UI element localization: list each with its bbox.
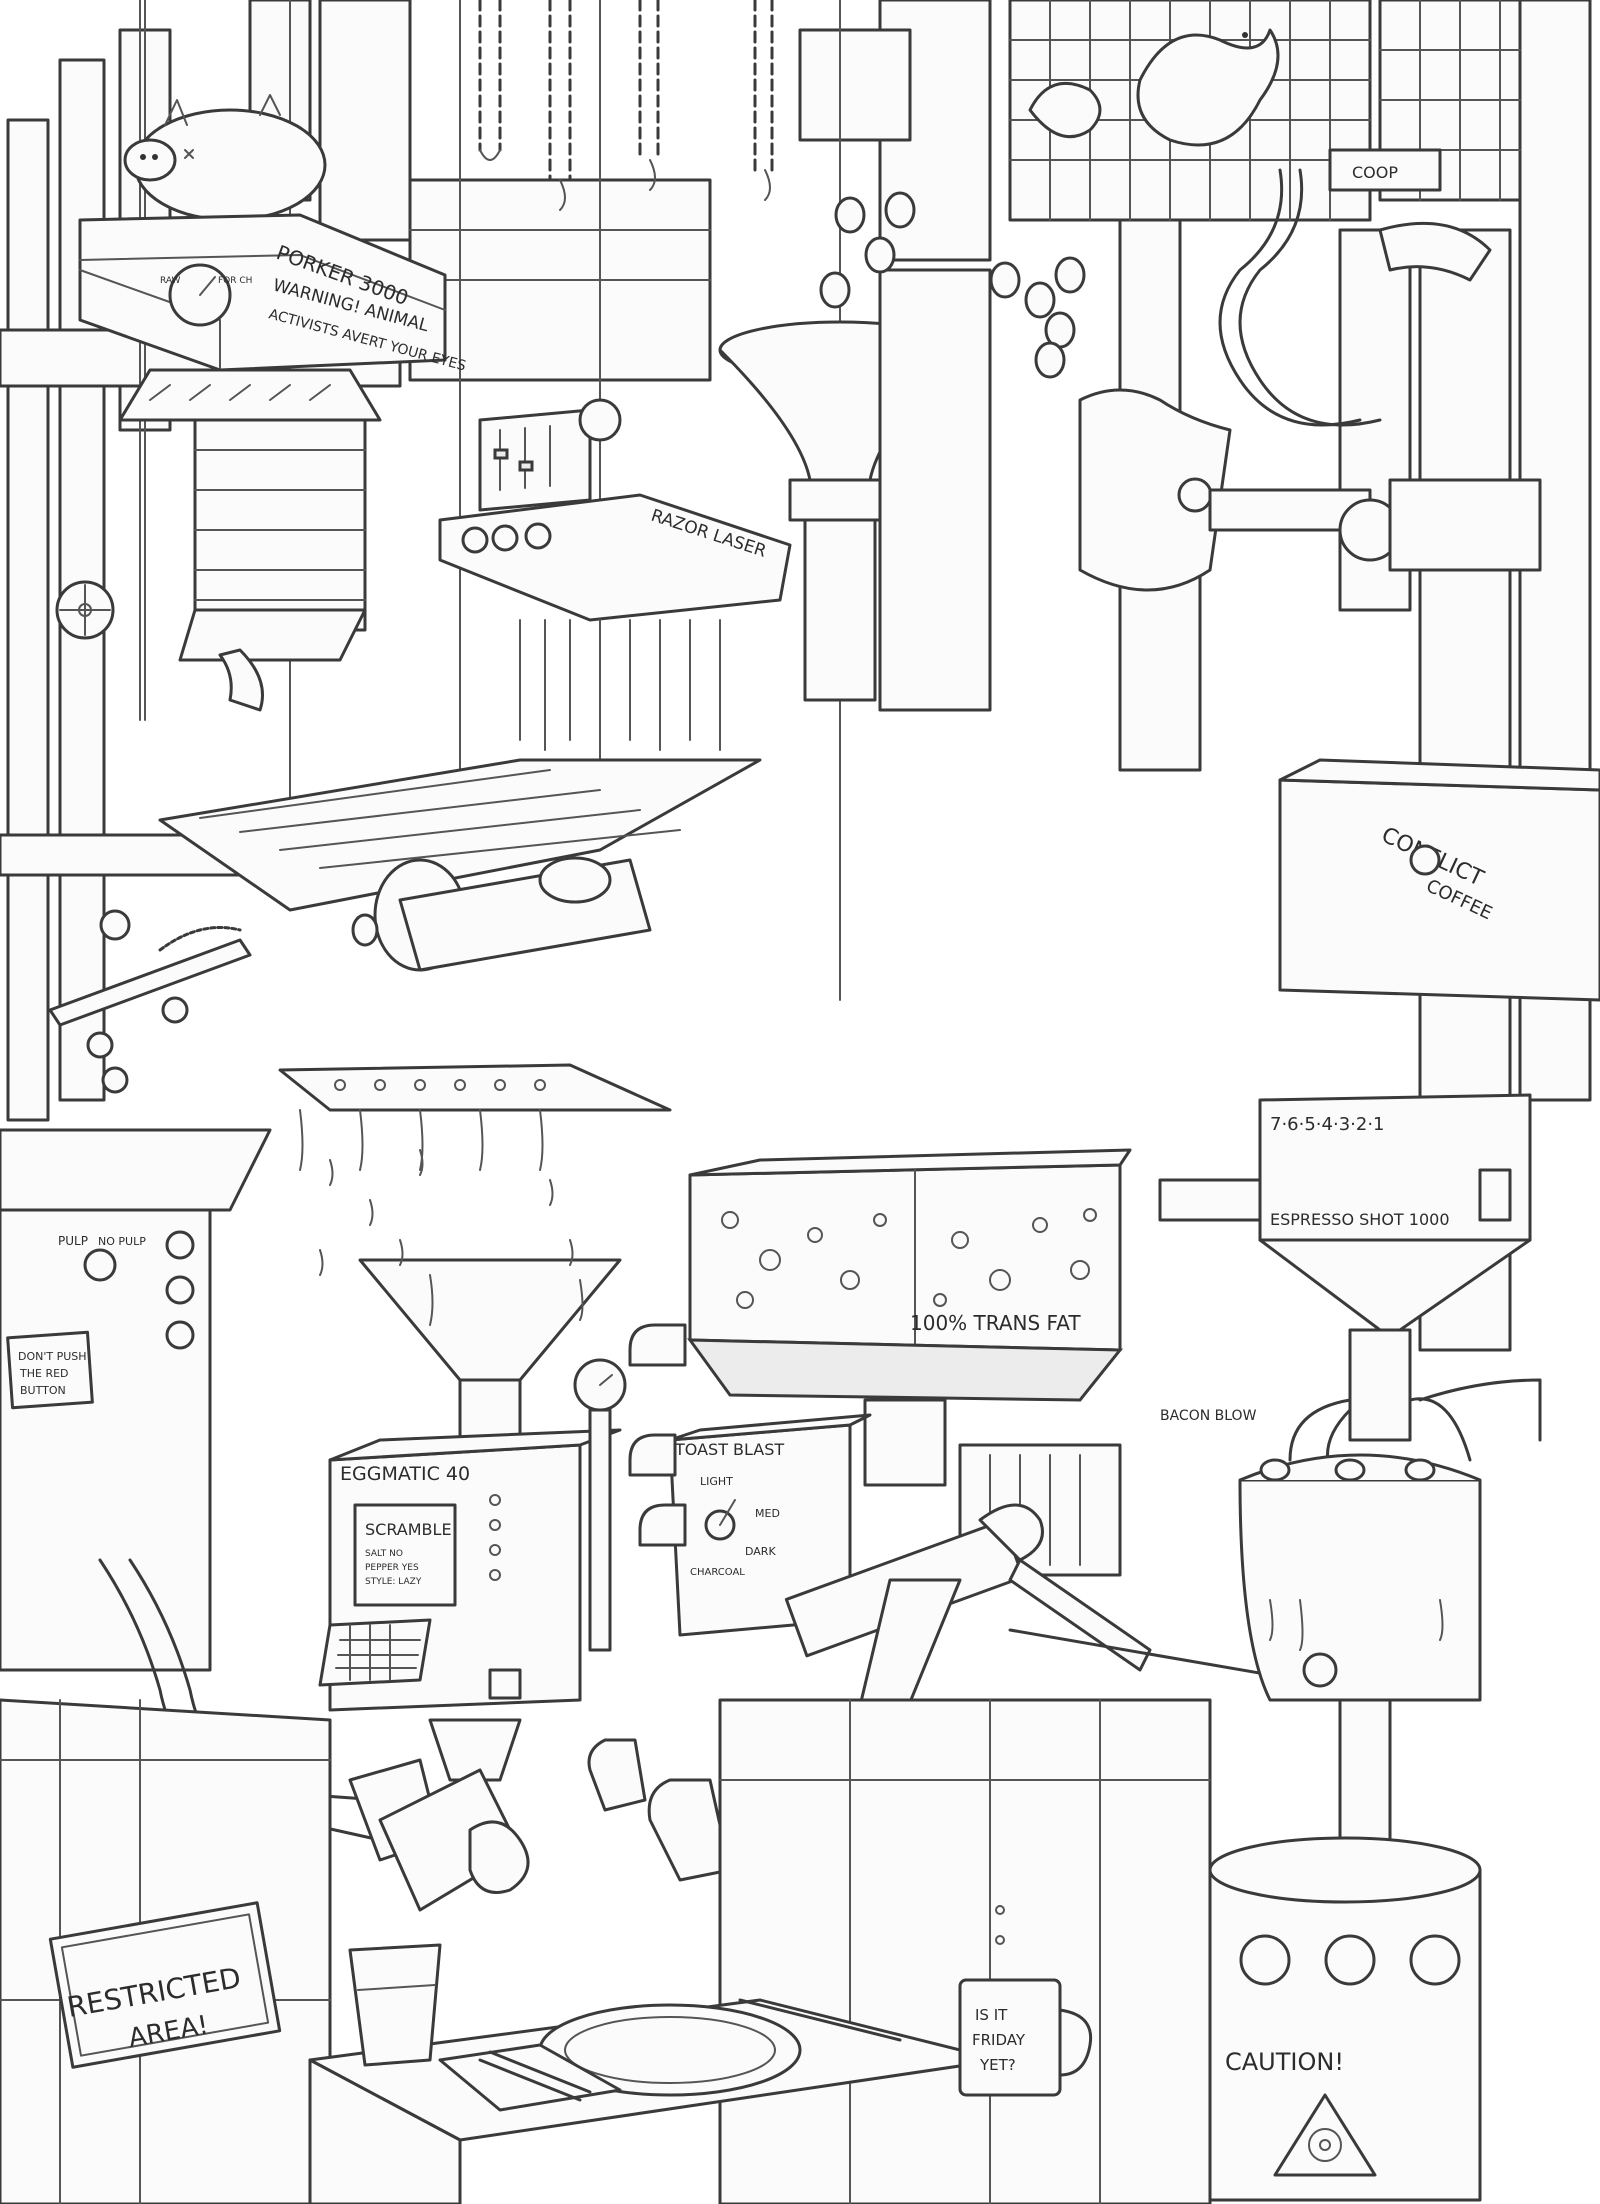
toast-setting-dark: DARK	[745, 1545, 776, 1558]
espresso-machine: 7·6·5·4·3·2·1 ESPRESSO SHOT 1000	[1238, 1093, 1542, 1872]
eggmatic-label: EGGMATIC 40	[340, 1463, 470, 1485]
toast-blast-machine: TOAST BLAST LIGHT MED DARK CHARCOAL	[587, 1323, 872, 1882]
red-button-warning-2: THE RED	[19, 1367, 69, 1380]
red-button-warning-1: DON'T PUSH	[18, 1350, 87, 1363]
gauge-right	[1177, 477, 1542, 572]
chicken-coop: COOP	[1028, 28, 1492, 427]
toast-setting-light: LIGHT	[700, 1475, 733, 1488]
espresso-label: ESPRESSO SHOT 1000	[1270, 1210, 1450, 1229]
conflict-coffee-machine: CONFLICT COFFEE	[1278, 758, 1600, 1002]
nopulp-label: NO PULP	[98, 1235, 146, 1248]
pulp-label: PULP	[58, 1234, 88, 1248]
countdown-label: 7·6·5·4·3·2·1	[1270, 1114, 1385, 1135]
bread-block	[1078, 388, 1232, 592]
coop-label: COOP	[1352, 163, 1398, 182]
fat-bubbles	[721, 1208, 1097, 1309]
valve-wheel-left	[55, 580, 115, 640]
toast-blast-label: TOAST BLAST	[674, 1440, 784, 1459]
trans-fat-machine: 100% TRANS FAT	[687, 1148, 1132, 1487]
biohazard-icon	[1273, 2093, 1377, 2177]
gauge-label-raw: RAW	[160, 276, 181, 286]
juicer-tank: PULP NO PULP DON'T PUSH THE RED BUTTON	[0, 1128, 442, 1862]
pig-icon	[123, 94, 327, 222]
friday-mug: IS IT FRIDAY YET?	[958, 1978, 1093, 2097]
falling-eggs	[819, 191, 1086, 379]
mug-text-1: IS IT	[975, 2006, 1008, 2024]
scramble-screen: SCRAMBLE	[365, 1520, 452, 1539]
bacon-blow-label: BACON BLOW	[1160, 1408, 1257, 1424]
razor-laser-machine: RAZOR LASER	[438, 398, 792, 761]
restricted-sign: RESTRICTED AREA!	[48, 1901, 282, 2069]
breakfast-table: IS IT FRIDAY YET?	[308, 1943, 1093, 2204]
chicken-icon	[1028, 28, 1280, 147]
drips	[319, 1149, 1005, 1945]
conveyor-tray	[158, 758, 762, 1171]
pressure-gauge	[573, 1358, 627, 1652]
porker-machine: PORKER 3000 RAW FOR CH WARNING! ANIMAL A…	[78, 94, 468, 712]
mug-text-2: FRIDAY	[972, 2031, 1026, 2049]
gauge-label-forch: FOR CH	[218, 276, 252, 286]
scramble-detail-style: STYLE: LAZY	[365, 1577, 422, 1587]
caution-label: CAUTION!	[1225, 2048, 1344, 2076]
scramble-detail-salt: SALT NO	[365, 1549, 403, 1559]
orange-slicer	[48, 909, 252, 1094]
mug-text-3: YET?	[979, 2056, 1016, 2074]
trans-fat-label: 100% TRANS FAT	[910, 1311, 1081, 1335]
eggmatic-machine: EGGMATIC 40 SCRAMBLE SALT NO PEPPER YES …	[318, 1258, 622, 1912]
toast-setting-charcoal: CHARCOAL	[690, 1567, 745, 1578]
red-button-warning-3: BUTTON	[20, 1384, 66, 1397]
caution-tank: CAUTION!	[1208, 1836, 1482, 2202]
toast-setting-med: MED	[755, 1507, 780, 1520]
scramble-detail-pepper: PEPPER YES	[365, 1563, 419, 1573]
